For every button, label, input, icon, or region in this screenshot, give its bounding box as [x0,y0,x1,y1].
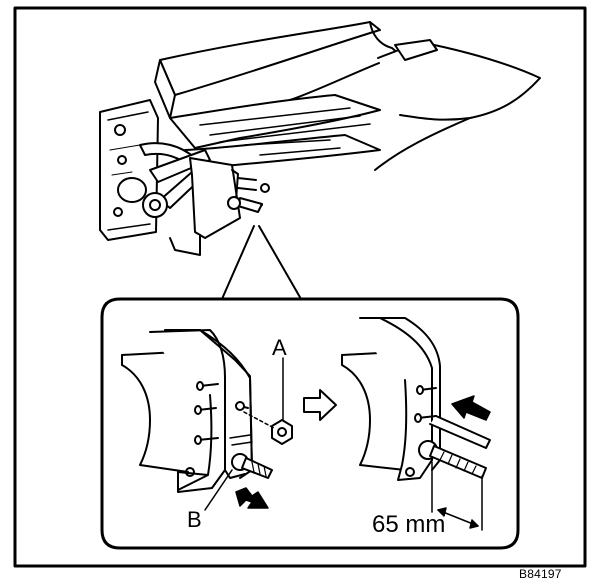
dimension-label: 65 mm [372,511,446,538]
callout-leader-right [258,225,302,300]
label-part-a: A [272,335,287,360]
insert-arrow [451,395,491,421]
label-b-leader [204,469,233,511]
detail-before-view [121,329,293,493]
figure-id: B84197 [519,567,562,581]
dimension-marker [431,461,483,531]
label-part-b: B [187,507,202,532]
overview-assembly [99,21,541,256]
outer-frame [13,6,587,568]
transition-arrow [303,389,337,421]
removal-arrow-b [235,487,269,509]
callout-leader-left [221,225,255,300]
detail-after-view [341,317,491,481]
